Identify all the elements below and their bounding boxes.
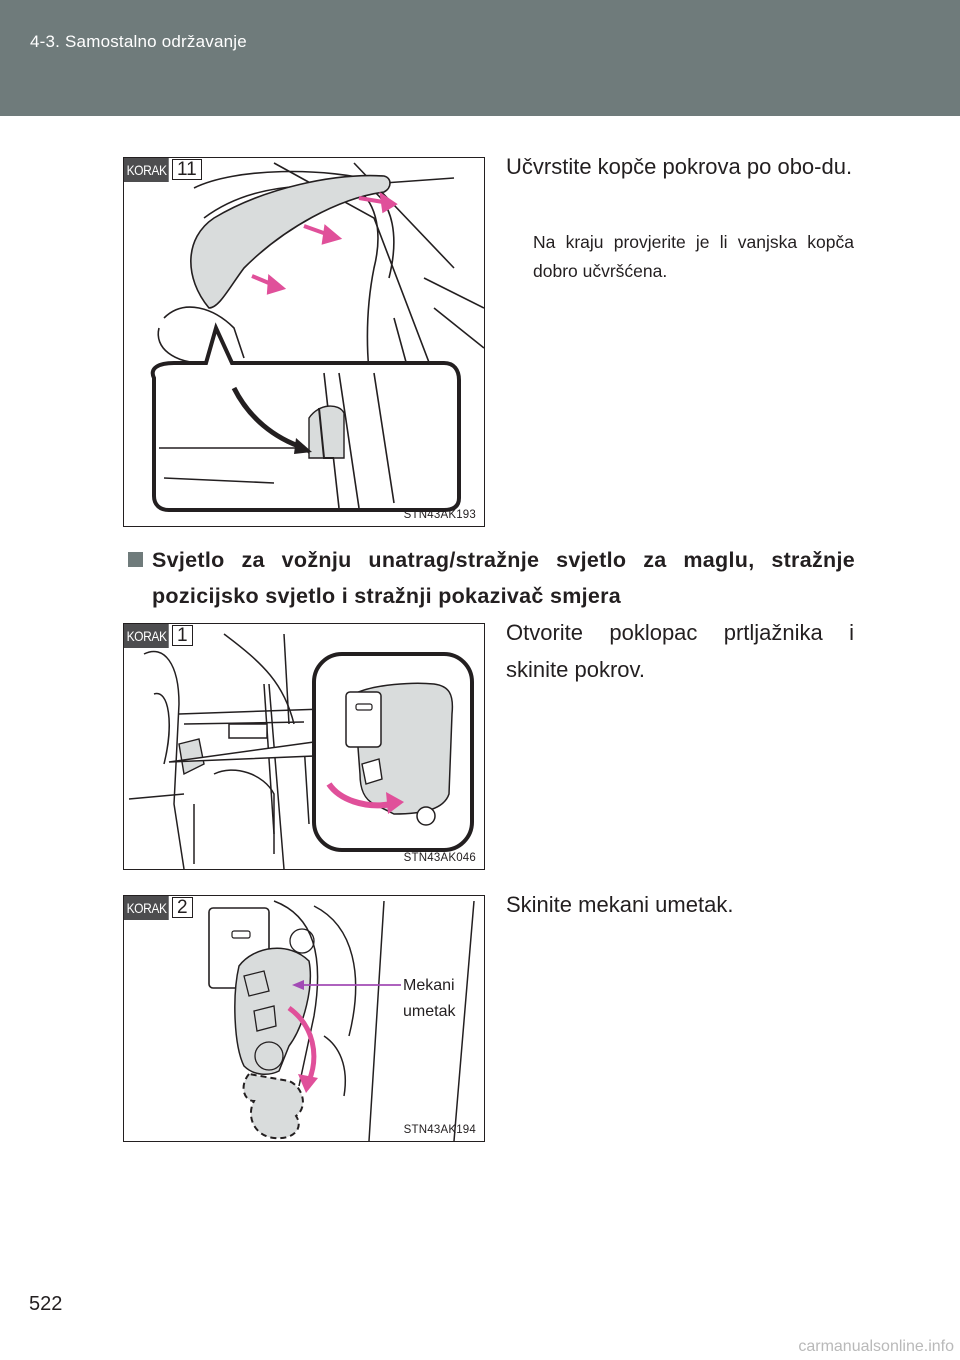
figure-code: STN43AK194 <box>403 1124 476 1136</box>
chapter-title: 4-3. Samostalno održavanje <box>30 32 247 51</box>
callout-line-2: umetak <box>403 1003 456 1020</box>
figure-code: STN43AK046 <box>403 852 476 864</box>
step-11-note: Na kraju provjerite je li vanjska kopča … <box>533 232 854 281</box>
figure-step-1: KORAK 1 STN43AK046 <box>123 623 485 870</box>
step-number: 11 <box>172 159 202 180</box>
step-2-instruction: Skinite mekani umetak. <box>506 892 734 917</box>
trunk-cover-illustration <box>128 633 474 869</box>
figure-step-11: KORAK 11 STN43AK193 <box>123 157 485 527</box>
watermark: carmanualsonline.info <box>798 1338 954 1355</box>
figure-code: STN43AK193 <box>403 509 476 521</box>
page-number: 522 <box>29 1293 63 1315</box>
section-heading: Svjetlo za vožnju unatrag/stražnje svjet… <box>128 542 855 614</box>
figure-step-2: KORAK 2 Mekani umetak STN43AK194 <box>123 895 485 1142</box>
step-1-instruction: Otvorite poklopac prtljažnika i skinite … <box>506 620 854 682</box>
page-header: 4-3. Samostalno održavanje <box>0 0 960 116</box>
section-title: Svjetlo za vožnju unatrag/stražnje svjet… <box>152 548 855 608</box>
step-badge: KORAK 11 <box>124 158 202 182</box>
section-bullet-icon <box>128 552 143 567</box>
callout-line-1: Mekani <box>403 977 455 994</box>
step-label: KORAK <box>124 624 169 648</box>
step-label: KORAK <box>124 158 169 182</box>
step-badge: KORAK 1 <box>124 624 193 648</box>
soft-insert-callout: Mekani umetak <box>403 973 455 1025</box>
clip-cover-illustration <box>150 162 484 512</box>
step-11-instruction: Učvrstite kopče pokrova po obo-du. <box>506 154 853 179</box>
step-badge: KORAK 2 <box>124 896 193 920</box>
soft-insert-illustration <box>208 900 475 1141</box>
step-label: KORAK <box>124 896 169 920</box>
step-number: 2 <box>172 897 193 918</box>
step-number: 1 <box>172 625 193 646</box>
